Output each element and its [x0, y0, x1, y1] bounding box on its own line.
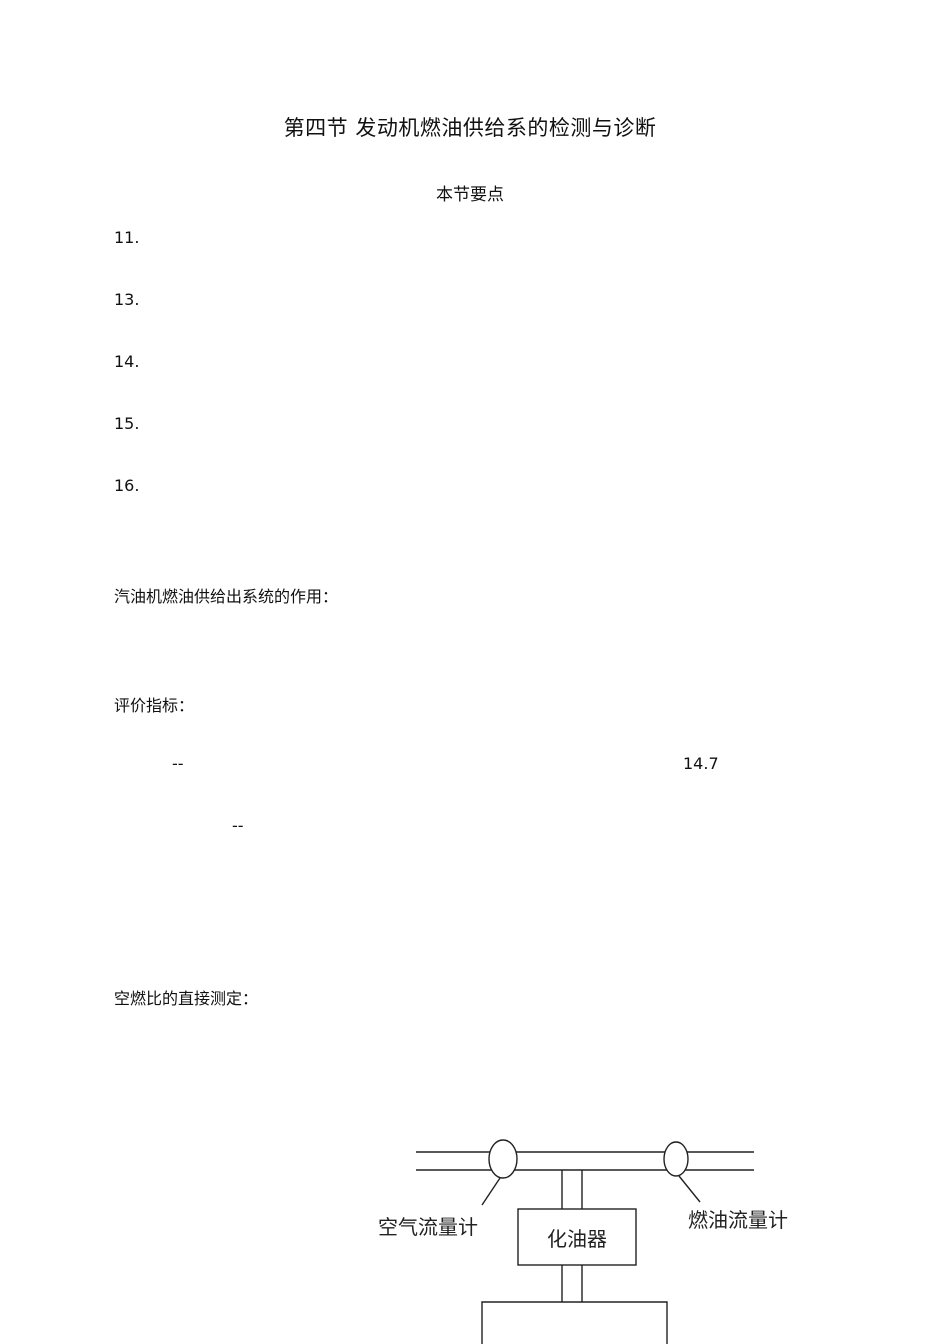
page-title: 第四节 发动机燃油供给系的检测与诊断 — [283, 116, 657, 140]
ratio-value: 14.7 — [683, 754, 719, 773]
dash-marker: -- — [172, 754, 184, 773]
list-item-number: 15. — [114, 414, 140, 433]
section-heading: 本节要点 — [436, 185, 504, 205]
fuel-sensor-leader — [678, 1175, 701, 1203]
air-flow-meter-label: 空气流量计 — [378, 1215, 478, 1239]
list-item-number: 16. — [114, 476, 140, 495]
list-item-number: 11. — [114, 228, 140, 247]
engine-box — [481, 1301, 668, 1344]
air-flow-sensor — [488, 1139, 518, 1179]
fuel-flow-sensor — [663, 1141, 689, 1177]
list-item-number: 14. — [114, 352, 140, 371]
carburetor-label: 化油器 — [547, 1227, 607, 1251]
list-item-number: 13. — [114, 290, 140, 309]
evaluation-index-heading: 评价指标： — [114, 696, 195, 715]
fuel-flow-meter-label: 燃油流量计 — [688, 1208, 788, 1232]
dash-marker: -- — [232, 816, 244, 835]
air-fuel-direct-heading: 空燃比的直接测定： — [114, 989, 259, 1008]
measurement-diagram: 空气流量计 化油器 燃油流量计 — [378, 1139, 788, 1344]
fuel-system-role-heading: 汽油机燃油供给出系统的作用： — [114, 587, 339, 606]
air-sensor-leader — [481, 1177, 501, 1206]
carburetor-box — [517, 1208, 637, 1266]
